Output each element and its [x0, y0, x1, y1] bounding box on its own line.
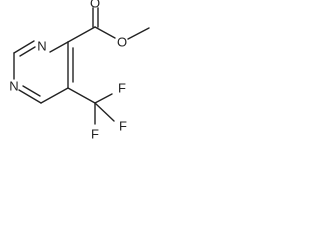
- atom-label-n-top: N: [37, 39, 46, 54]
- bond-c6-n-left: [18, 89, 42, 104]
- bond-ester-o-methyl: [127, 27, 150, 40]
- atom-label-f-upper: F: [118, 81, 126, 96]
- atom-label-n-left: N: [9, 79, 18, 94]
- bond-carbonyl-ester-o: [94, 26, 116, 39]
- atom-label-f-lower: F: [91, 127, 99, 142]
- pyrimidine-ring: [13, 40, 74, 104]
- chemical-structure: N N O O F F F: [9, 0, 150, 142]
- trifluoromethyl-group: [67, 87, 115, 125]
- bond-n-top-c4: [49, 41, 69, 53]
- atom-label-f-right: F: [119, 119, 127, 134]
- ester-group: [67, 7, 150, 43]
- bond-c2-n-top: [13, 40, 35, 54]
- bond-c5-cf3: [67, 87, 96, 104]
- bond-c2-n-top-inner: [19, 46, 36, 57]
- bond-cf3-f-upper: [94, 93, 113, 104]
- bond-cf3-f-right: [94, 102, 115, 122]
- bond-c4-carbonyl: [67, 26, 96, 43]
- atom-label-o-ester: O: [117, 35, 127, 50]
- atom-labels: N N O O F F F: [9, 0, 127, 142]
- bond-c6-n-left-inner: [22, 85, 41, 97]
- bond-c5-c6: [40, 87, 69, 104]
- atom-label-o-carbonyl: O: [90, 0, 100, 11]
